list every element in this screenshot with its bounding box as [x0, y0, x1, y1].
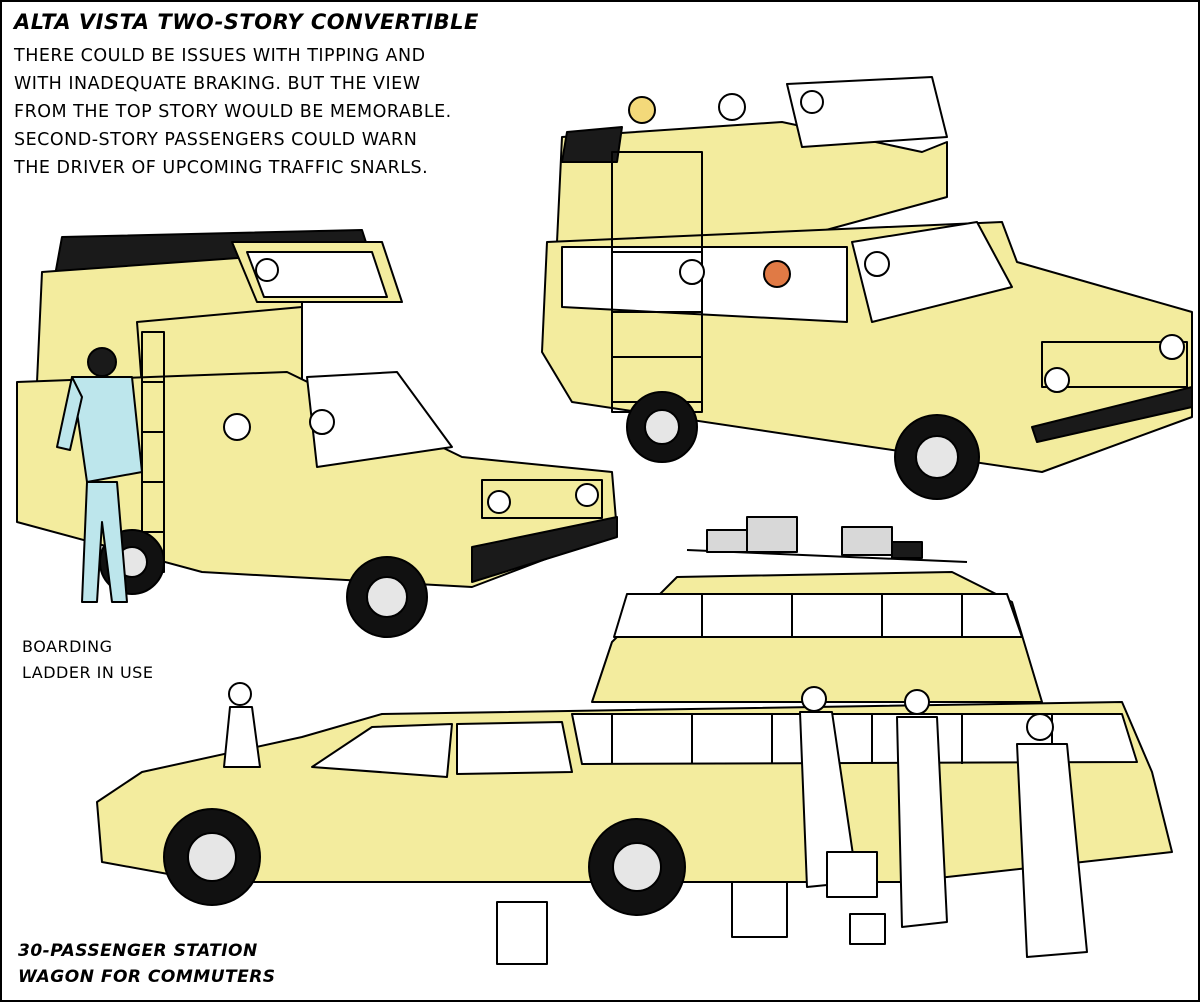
ladder-caption: BOARDING LADDER IN USE — [22, 634, 153, 686]
rear-windows — [571, 713, 1138, 765]
briefcases — [496, 851, 886, 965]
description-line: FROM THE TOP STORY WOULD BE MEMORABLE. — [14, 102, 452, 122]
front-bumper — [1031, 386, 1193, 443]
wagon-caption-line: WAGON FOR COMMUTERS — [18, 967, 276, 987]
description-line: THE DRIVER OF UPCOMING TRAFFIC SNARLS. — [14, 158, 429, 178]
front-wheel — [163, 808, 261, 906]
passenger-heads — [223, 258, 335, 441]
upper-windshield — [246, 251, 388, 298]
wagon-caption: 30-PASSENGER STATION WAGON FOR COMMUTERS — [18, 938, 276, 990]
headlight — [487, 490, 511, 514]
headlight — [1159, 334, 1185, 360]
lower-windshield — [851, 221, 1013, 323]
wagon-caption-line: 30-PASSENGER STATION — [18, 941, 258, 961]
windshield — [311, 723, 453, 778]
rear-wheel — [626, 391, 698, 463]
roof-rack-luggage — [686, 516, 968, 563]
ladder-caption-line: LADDER IN USE — [22, 663, 154, 682]
front-wheel — [346, 556, 428, 638]
two-story-convertible — [541, 76, 1193, 500]
description-line: SECOND-STORY PASSENGERS COULD WARN — [14, 130, 418, 150]
front-bumper — [471, 516, 618, 583]
headlight — [1044, 367, 1070, 393]
side-windows — [456, 721, 573, 775]
lower-windshield — [306, 371, 453, 468]
ladder-caption-line: BOARDING — [22, 637, 113, 656]
commuter-figures — [223, 682, 1088, 958]
description-line: WITH INADEQUATE BRAKING. BUT THE VIEW — [14, 74, 421, 94]
headlight — [575, 483, 599, 507]
front-wheel — [894, 414, 980, 500]
soft-top — [561, 126, 623, 163]
station-wagon — [96, 516, 1173, 965]
upper-windows — [613, 593, 1023, 638]
passenger-heads — [628, 90, 890, 288]
description-text: THERE COULD BE ISSUES WITH TIPPING AND W… — [14, 42, 452, 182]
two-story-convertible-boarding — [16, 229, 618, 638]
rear-wheel — [588, 818, 686, 916]
upper-windshield — [786, 76, 948, 148]
headline: ALTA VISTA TWO-STORY CONVERTIBLE — [14, 10, 479, 34]
description-line: THERE COULD BE ISSUES WITH TIPPING AND — [14, 46, 426, 66]
man-on-ladder — [56, 347, 143, 603]
